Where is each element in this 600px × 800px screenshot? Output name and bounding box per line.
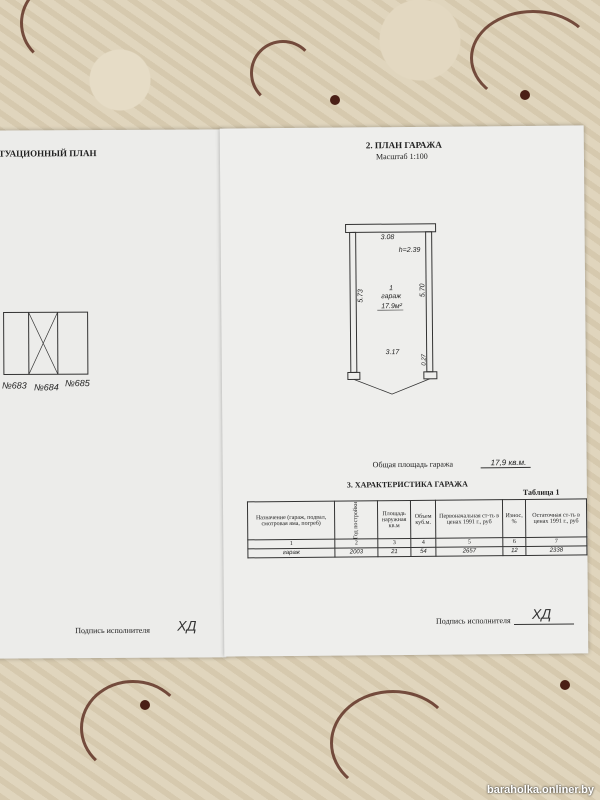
column-number: 6 bbox=[502, 537, 526, 547]
table-cell: 2338 bbox=[525, 545, 587, 556]
table-row: гараж 2003 21 54 2657 12 2338 bbox=[247, 545, 587, 558]
header-cell: Остаточная ст-ть в ценах 1991 г., руб bbox=[525, 498, 587, 538]
left-length: 5.73 bbox=[357, 289, 365, 303]
garage-floor-plan bbox=[345, 223, 438, 395]
room-number: 1 bbox=[389, 285, 394, 293]
table-cell: 2657 bbox=[435, 546, 503, 557]
fabric-dot bbox=[520, 90, 530, 100]
fabric-swirl bbox=[470, 10, 596, 106]
header-cell: Площадь наружная кв.м bbox=[377, 500, 411, 539]
header-cell: Первоначальная ст-ть в ценах 1991 г., ру… bbox=[435, 499, 503, 539]
table-cell: 12 bbox=[502, 546, 526, 556]
signature-label: Подпись исполнителя bbox=[75, 625, 150, 636]
table-cell: гараж bbox=[247, 548, 335, 558]
signature-line bbox=[514, 623, 575, 626]
total-area-value: 17,9 кв.м. bbox=[480, 457, 531, 469]
plan-scale: Масштаб 1:100 bbox=[375, 151, 428, 162]
top-width: 3.08 bbox=[380, 234, 395, 242]
fabric-swirl bbox=[250, 40, 316, 106]
ceiling-height: h=2.39 bbox=[398, 246, 421, 255]
characteristics-table: Назначение (гараж, подвал, смотровая яма… bbox=[247, 498, 587, 558]
header-cell: Год постройки bbox=[352, 501, 360, 539]
table-cell: 54 bbox=[410, 547, 436, 557]
garage-number: №684 bbox=[33, 382, 59, 393]
total-area-label: Общая площадь гаража bbox=[372, 459, 454, 470]
fabric-dot bbox=[330, 95, 340, 105]
fabric-dot bbox=[560, 680, 570, 690]
garage-number: №683 bbox=[1, 380, 27, 391]
right-page: 2. ПЛАН ГАРАЖА Масштаб 1:100 3.08 h=2.39… bbox=[219, 125, 589, 657]
table-header-row: Назначение (гараж, подвал, смотровая яма… bbox=[247, 498, 587, 540]
table-cell: 21 bbox=[377, 547, 411, 557]
fabric-dot bbox=[140, 700, 150, 710]
column-number: 3 bbox=[377, 538, 411, 548]
door-offset: 0.27 bbox=[421, 353, 428, 366]
garage-row-diagram bbox=[3, 311, 89, 376]
garage-number: №685 bbox=[64, 378, 90, 389]
fabric-swirl bbox=[330, 690, 456, 796]
header-cell: Износ, % bbox=[502, 499, 526, 538]
header-cell: Назначение (гараж, подвал, смотровая яма… bbox=[247, 501, 335, 540]
right-length: 5.70 bbox=[419, 283, 427, 298]
header-cell: Объем куб.м. bbox=[410, 500, 436, 539]
signature: ХД bbox=[531, 605, 552, 622]
plan-title: 2. ПЛАН ГАРАЖА bbox=[365, 139, 442, 151]
table-label: Таблица 1 bbox=[522, 487, 560, 497]
column-number: 4 bbox=[410, 538, 436, 548]
characteristics-title: 3. ХАРАКТЕРИСТИКА ГАРАЖА bbox=[346, 479, 468, 490]
room-name: гараж bbox=[381, 293, 402, 301]
signature: ХД bbox=[177, 617, 197, 634]
left-page: ТУАЦИОННЫЙ ПЛАН №683 №684 №685 Подпись и… bbox=[0, 129, 227, 659]
signature-label: Подпись исполнителя bbox=[435, 616, 511, 626]
watermark: baraholka.onliner.by bbox=[487, 784, 594, 796]
fabric-swirl bbox=[20, 0, 106, 66]
table-cell: 2003 bbox=[334, 547, 378, 558]
room-area: 17.9м² bbox=[381, 303, 403, 311]
fabric-swirl bbox=[80, 680, 186, 776]
situation-plan-title: ТУАЦИОННЫЙ ПЛАН bbox=[0, 148, 97, 159]
bottom-width: 3.17 bbox=[385, 349, 400, 357]
